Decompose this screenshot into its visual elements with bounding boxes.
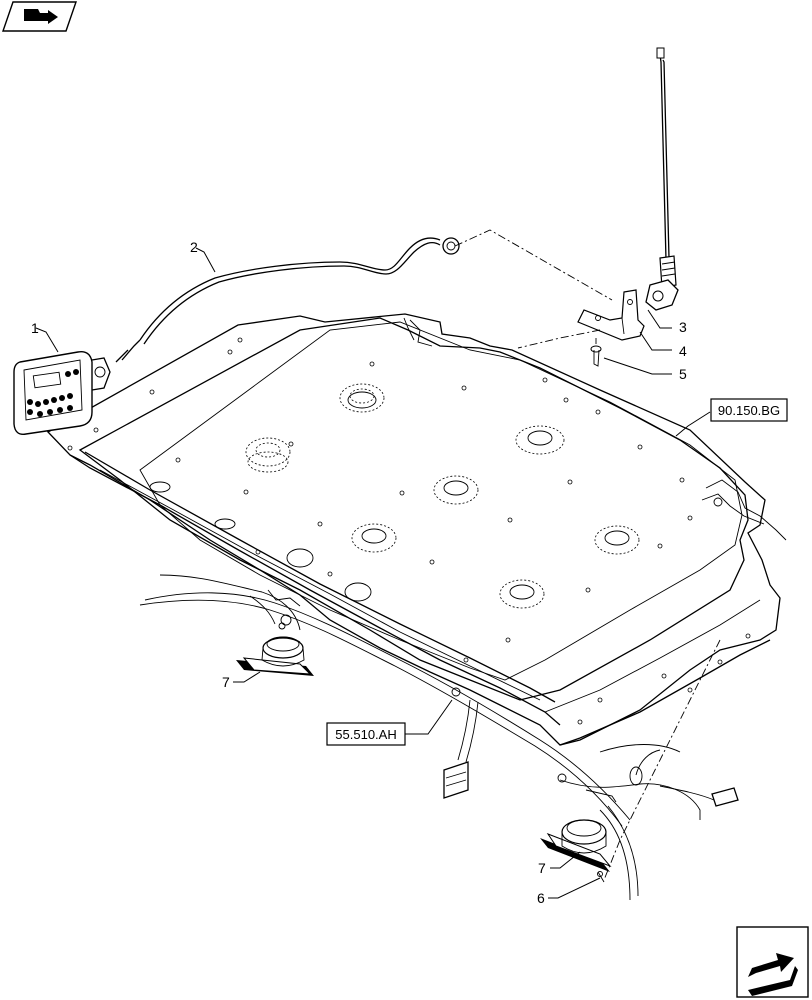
screw-small [597,871,605,883]
callout-7-left: 7 [222,674,230,690]
callout-3: 3 [679,319,687,335]
assembly-lines [454,229,613,349]
screw [590,345,602,367]
next-page-arrow-icon[interactable] [736,926,809,998]
leader-lines [35,247,711,899]
floor-panel [46,313,787,746]
reference-lower-text: 55.510.AH [335,727,396,742]
callout-7-right: 7 [538,860,546,876]
callout-2: 2 [190,239,198,255]
reference-link-upper[interactable]: 90.150.BG [710,398,788,422]
book-arrow-icon[interactable] [2,1,77,32]
callout-4: 4 [679,343,687,359]
antenna [645,47,679,311]
panel-recesses [245,383,640,609]
wiring-harness [139,574,739,901]
antenna-cable [115,237,460,363]
callout-6: 6 [537,890,545,906]
antenna-bracket [577,289,645,341]
reference-upper-text: 90.150.BG [718,403,780,418]
speaker-right [540,819,612,872]
callout-1: 1 [31,320,39,336]
callout-5: 5 [679,366,687,382]
speaker-left [236,636,314,676]
radio-unit [13,351,111,435]
reference-link-lower[interactable]: 55.510.AH [326,722,406,746]
